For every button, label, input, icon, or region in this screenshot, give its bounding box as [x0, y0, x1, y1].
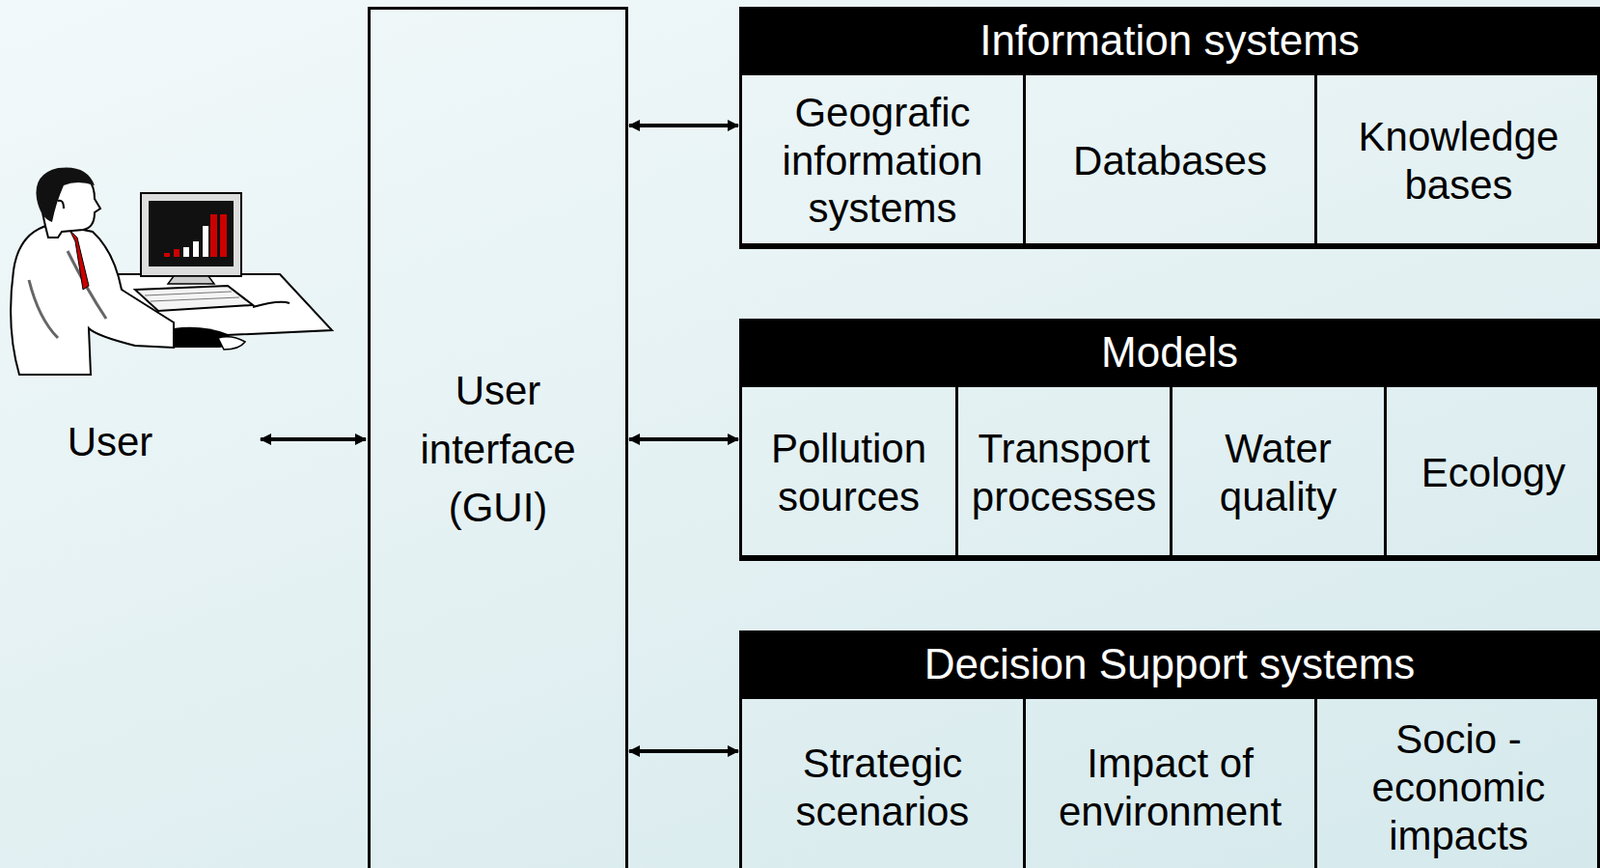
- box-label: Databases: [1073, 137, 1268, 186]
- double-arrow: [629, 748, 739, 753]
- component-box: Geografic information systems: [739, 72, 1026, 249]
- box-label: Impact of environment: [1031, 739, 1309, 836]
- component-box: Socio - economic impacts: [1314, 695, 1600, 868]
- group-heading: Decision Support systems: [742, 633, 1598, 696]
- interface-box: User interface (GUI): [367, 6, 629, 868]
- double-arrow: [629, 123, 739, 128]
- user-at-computer: [10, 166, 332, 375]
- component-box: Water quality: [1169, 384, 1387, 561]
- box-label: Ecology: [1421, 448, 1566, 497]
- group-heading: Models: [742, 321, 1598, 385]
- actor-label: User: [67, 418, 154, 466]
- component-box: Databases: [1022, 72, 1318, 249]
- box-label: Geografic information systems: [747, 88, 1018, 234]
- box-label: Water quality: [1178, 424, 1379, 522]
- group-heading: Information systems: [742, 9, 1598, 73]
- component-box: Impact of environment: [1022, 695, 1318, 868]
- component-box: Strategic scenarios: [739, 695, 1026, 868]
- user-arrow: [260, 437, 366, 442]
- box-label: Socio - economic impacts: [1323, 715, 1595, 860]
- component-box: Pollution sources: [739, 384, 959, 561]
- component-box: Knowledge bases: [1314, 72, 1600, 249]
- box-label: Pollution sources: [747, 424, 950, 522]
- component-group: ModelsPollution sourcesTransport process…: [739, 318, 1600, 558]
- box-label: Transport processes: [964, 424, 1164, 522]
- component-box: Ecology: [1383, 384, 1600, 561]
- box-label: Knowledge bases: [1323, 112, 1595, 210]
- component-box: Transport processes: [955, 384, 1173, 561]
- box-label: User interface (GUI): [391, 361, 605, 539]
- component-group: Decision Support systemsStrategic scenar…: [739, 630, 1600, 868]
- box-label: Strategic scenarios: [747, 739, 1018, 836]
- double-arrow: [629, 437, 739, 442]
- component-group: Information systemsGeografic information…: [739, 6, 1600, 247]
